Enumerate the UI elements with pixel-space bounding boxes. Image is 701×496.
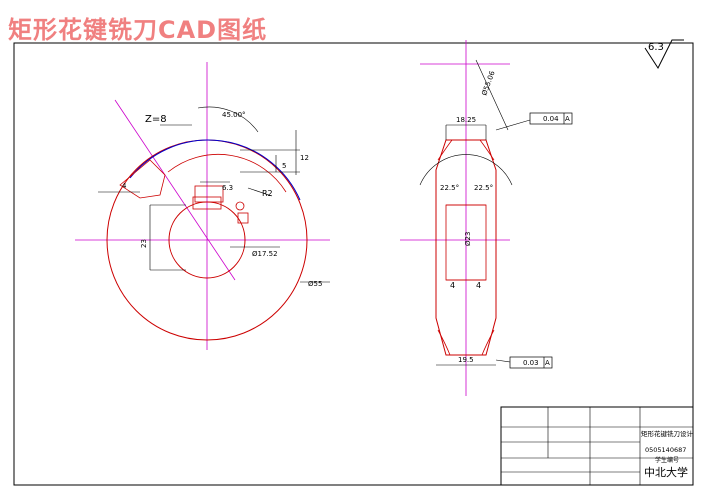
front-view: Z=8 45.00° 5 12 6.3 R2 4 23 Ø17.52 Ø55 xyxy=(75,62,330,350)
bore-slot xyxy=(192,196,222,210)
tolerance-frame-top: 0.04 A xyxy=(495,112,573,131)
front-center-line-diag xyxy=(114,99,236,281)
bore-dia: 23 xyxy=(140,239,148,248)
keyway xyxy=(237,212,249,224)
roughness-value: 6.3 xyxy=(648,42,664,53)
hub-circle xyxy=(168,201,246,279)
drawing-no: 0505140687 xyxy=(645,446,686,454)
sub-no: 学生编号 xyxy=(655,456,679,464)
side-angle-right: 22.5° xyxy=(474,184,493,192)
small-hole xyxy=(235,201,245,211)
part-name: 矩形花键铣刀设计 xyxy=(641,429,694,438)
svg-text:0.03: 0.03 xyxy=(523,359,539,367)
tooth-notch xyxy=(119,159,166,199)
angle-label: 45.00° xyxy=(222,111,246,119)
dim-4: 4 xyxy=(122,182,127,190)
dim-12: 12 xyxy=(300,154,309,162)
highlight-arc xyxy=(129,139,301,201)
title-block: 矩形花键铣刀设计 0505140687 学生编号 中北大学 xyxy=(500,406,694,486)
outer-dia: Ø55 xyxy=(308,280,322,288)
cutter-profile xyxy=(435,139,497,356)
side-bottom-width: 19.5 xyxy=(458,356,474,364)
teeth-label: Z=8 xyxy=(145,114,167,125)
drawing-frame xyxy=(13,42,694,486)
side-dia-label: Ø55.06 xyxy=(480,69,496,96)
school-name: 中北大学 xyxy=(644,465,688,479)
tolerance-frame-bottom: 0.03 A xyxy=(495,356,553,369)
side-dim-4-right: 4 xyxy=(476,281,481,290)
roughness-symbol: 6.3 xyxy=(644,39,684,70)
radius-label: R2 xyxy=(262,189,273,198)
svg-text:A: A xyxy=(545,359,550,367)
side-angle-left: 22.5° xyxy=(440,184,459,192)
dim-5: 5 xyxy=(282,162,286,170)
dim-6-3: 6.3 xyxy=(222,184,233,192)
hub-dia: Ø17.52 xyxy=(252,250,278,258)
drawing-title: 矩形花键铣刀CAD图纸 xyxy=(8,16,268,44)
side-dim-4-left: 4 xyxy=(450,281,455,290)
tooth-slot xyxy=(194,185,224,203)
inner-profile xyxy=(167,153,287,193)
svg-text:0.04: 0.04 xyxy=(543,115,559,123)
side-bore-label: Ø23 xyxy=(464,232,472,246)
side-view: 18.25 22.5° 22.5° Ø55.06 Ø23 4 4 19.5 0.… xyxy=(400,40,573,396)
side-top-width: 18.25 xyxy=(456,116,476,124)
svg-text:A: A xyxy=(565,115,570,123)
